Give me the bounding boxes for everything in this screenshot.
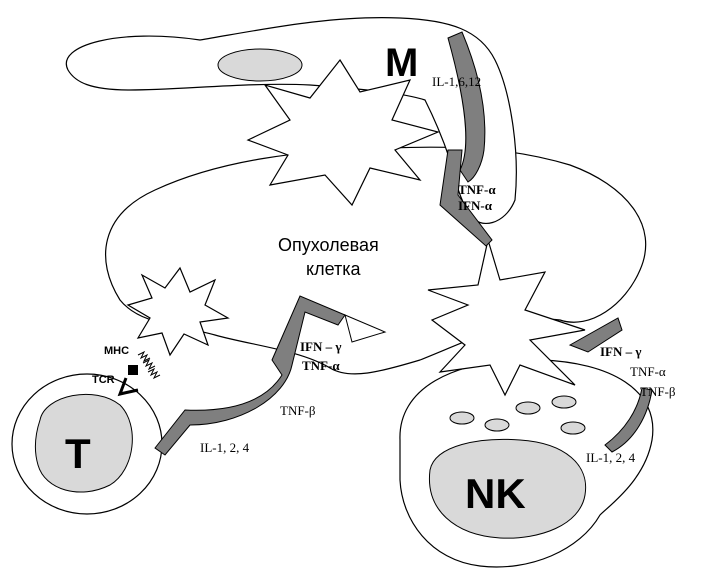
tcr-square-icon [128,365,138,375]
macrophage-burst [246,58,440,207]
nk-granules [449,395,586,435]
nk-ifn-label: IFN – γ [600,344,641,359]
macrophage-arrow-upper [447,31,486,183]
nk-tnf-b-label: TNF-β [640,384,676,399]
macrophage-outline [65,17,517,224]
nk-cell-nucleus [428,438,587,539]
mhc-receptor-icon [137,350,161,380]
t-tnf-b-label: TNF-β [280,403,316,418]
macrophage-ifn-label: IFN-α [458,198,493,213]
tcr-receptor-icon [117,377,139,397]
nk-arrow [568,317,623,353]
tcr-label: TCR [92,374,115,386]
macrophage-label: M [385,41,418,85]
tumor-cell-outline [105,146,647,375]
mhc-label: MHC [104,345,129,357]
tumor-burst-left [126,266,230,357]
t-tnf-a-label: TNF-α [302,358,340,373]
tumor-label-line2: клетка [306,259,362,279]
t-cell-label: T [65,430,91,477]
macrophage-il-label: IL-1,6,12 [432,74,481,89]
tumor-label-line1: Опухолевая [278,235,379,255]
t-ifn-label: IFN – γ [300,339,341,354]
t-cell-arrow [154,295,346,456]
t-cell-nucleus [34,393,133,493]
nk-il-label: IL-1, 2, 4 [586,450,636,465]
nk-arrow-lower [604,387,653,453]
t-il-label: IL-1, 2, 4 [200,440,250,455]
macrophage-arrow-lower [439,149,493,247]
nk-cell-label: NK [465,470,526,517]
nk-tnf-a-label: TNF-α [630,364,666,379]
macrophage-nucleus [217,48,303,82]
nk-burst [427,237,586,397]
t-cell-arrow-cap [344,314,387,343]
macrophage-tnf-label: TNF-α [458,182,496,197]
